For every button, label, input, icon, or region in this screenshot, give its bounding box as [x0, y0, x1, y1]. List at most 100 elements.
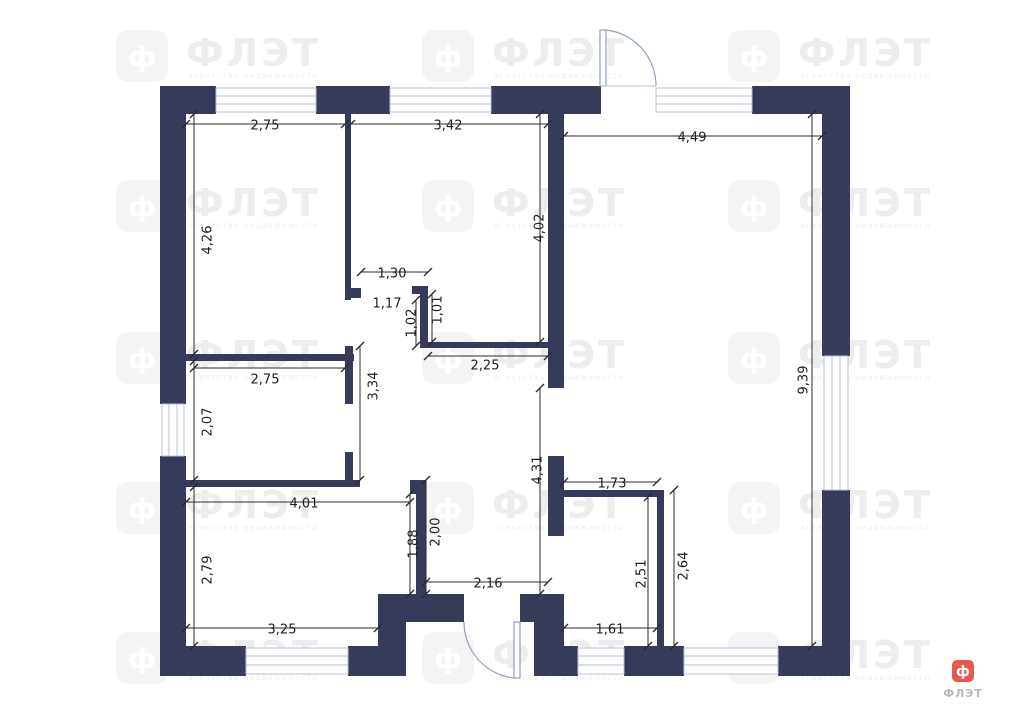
watermark-badge	[116, 30, 168, 82]
wall-niche-v	[420, 286, 428, 348]
wall-storage-top	[186, 354, 354, 361]
wall-interior-v1-cap	[345, 288, 361, 298]
watermark-glyph: ф	[434, 492, 462, 525]
dimension-label: 2,75	[251, 119, 280, 134]
watermark-badge	[422, 632, 474, 684]
watermark-badge	[422, 180, 474, 232]
watermark-glyph: ф	[434, 40, 462, 73]
dimension-label: 4,02	[533, 214, 548, 243]
dimension-label: 2,07	[201, 408, 216, 437]
wall-bottom-right-b	[624, 646, 684, 676]
watermark-subtitle: агентство недвижимости	[800, 71, 930, 80]
watermark-badge	[116, 180, 168, 232]
doors	[463, 29, 657, 679]
balcony-door	[599, 29, 657, 87]
wall-top-mid-b	[491, 86, 601, 114]
wall-storage-bottom	[186, 480, 360, 487]
window-bottom-1	[245, 647, 349, 675]
watermark-subtitle: агентство недвижимости	[188, 523, 318, 532]
wall-interior-v1	[345, 114, 351, 300]
dimension-hall-width: 2,25	[423, 351, 553, 374]
watermark-glyph: ф	[128, 342, 156, 375]
watermark-subtitle: агентство недвижимости	[188, 373, 318, 382]
watermark-name: ФЛЭТ	[798, 31, 933, 75]
logo-glyph: ф	[956, 664, 970, 680]
wall-right-lower	[822, 490, 850, 676]
dimension-label: 1,02	[405, 309, 420, 338]
wall-bottom-right-c	[778, 646, 850, 676]
entrance-door	[463, 621, 521, 679]
watermark-badge	[728, 30, 780, 82]
wall-interior-v2	[548, 114, 564, 388]
watermark-subtitle: агентство недвижимости	[494, 673, 624, 682]
dimension-wc-inner: 1,88	[405, 489, 422, 599]
watermark-badge	[422, 30, 474, 82]
dimension-room3-height: 9,39	[797, 109, 817, 651]
wall-hall-post-lower	[548, 456, 564, 536]
wall-right-upper	[822, 86, 850, 356]
watermark-name: ФЛЭТ	[798, 483, 933, 527]
dimension-label: 2,00	[429, 518, 444, 547]
dimension-entry-width: 2,16	[421, 577, 553, 592]
wall-bath-v	[657, 490, 664, 648]
dimension-bath-width: 1,73	[559, 477, 662, 492]
dimension-label: 4,01	[290, 497, 319, 512]
brand-logo: ф ФЛЭТ	[943, 660, 983, 700]
wall-bath-top	[564, 490, 664, 497]
window-top-1	[215, 87, 317, 113]
wall-top-mid-a	[316, 86, 390, 114]
watermark-glyph: ф	[128, 190, 156, 223]
dimension-room4-bottom: 3,25	[181, 623, 383, 638]
dimension-wc-outer: 2,00	[421, 475, 444, 599]
dimension-niche-outer: 1,02	[405, 295, 421, 351]
wall-bottom-right-a	[534, 646, 578, 676]
wall-storage-bottom-post	[345, 452, 353, 486]
watermark-glyph: ф	[434, 642, 462, 675]
watermark-subtitle: агентство недвижимости	[800, 221, 930, 230]
dimension-label: 2,25	[471, 359, 500, 374]
watermark-subtitle: агентство недвижимости	[800, 673, 930, 682]
watermark-badge	[116, 332, 168, 384]
watermark-glyph: ф	[128, 642, 156, 675]
watermark-glyph: ф	[740, 342, 768, 375]
watermark-badge	[728, 332, 780, 384]
window-left	[161, 403, 185, 457]
dimension-label: 2,64	[677, 552, 692, 581]
wall-left-lower	[160, 456, 186, 676]
wall-wc-v	[416, 480, 426, 596]
walls	[160, 86, 850, 676]
dimension-corridor-top: 1,30	[356, 267, 433, 282]
dimension-bath-outer: 2,64	[669, 485, 692, 651]
logo-text: ФЛЭТ	[943, 687, 983, 700]
window-bottom-2	[577, 647, 625, 675]
dimension-hall-height: 3,34	[355, 341, 382, 485]
dimension-label: 4,49	[678, 131, 707, 146]
dimension-label: 2,16	[474, 577, 503, 592]
watermark-badge	[728, 482, 780, 534]
watermark-badge	[422, 482, 474, 534]
wall-storage-post	[345, 346, 353, 404]
watermark-badge	[116, 482, 168, 534]
dimension-room4-width: 4,01	[181, 497, 415, 512]
dimension-room3-width: 4,49	[559, 131, 827, 146]
watermark-name: ФЛЭТ	[186, 181, 321, 225]
dimension-label: 1,88	[407, 530, 422, 559]
watermark-subtitle: агентство недвижимости	[494, 71, 624, 80]
dimension-label: 3,42	[434, 119, 463, 134]
wall-bottom-left	[160, 646, 246, 676]
watermark-subtitle: агентство недвижимости	[800, 373, 930, 382]
dimension-label: 1,30	[378, 267, 407, 282]
dimension-label: 4,26	[201, 226, 216, 255]
window-top-3	[655, 87, 753, 113]
dimension-room2-width: 3,42	[346, 119, 553, 134]
window-right	[823, 355, 849, 491]
dimension-label: 2,75	[251, 373, 280, 388]
